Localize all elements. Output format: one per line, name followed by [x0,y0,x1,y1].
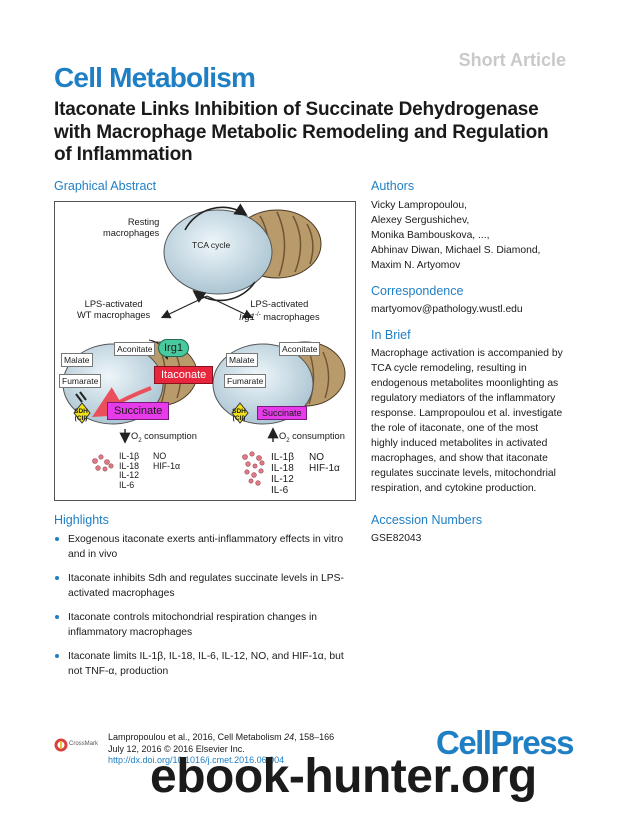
branch-arrow-right [206,295,254,319]
markers-right-list: NO HIF-1α [309,452,340,474]
highlights-heading: Highlights [54,513,109,527]
crossmark-icon [54,738,68,752]
article-type-label: Short Article [458,50,566,70]
malate-tag-right: Malate [226,353,258,367]
markers-left-list: NO HIF-1α [153,451,181,471]
cellpress-logo: CellPress [436,724,574,761]
highlight-item: Itaconate inhibits Sdh and regulates suc… [54,571,359,601]
highlight-item: Exogenous itaconate exerts anti-inflamma… [54,532,359,562]
tca-cycle-label: TCA cycle [192,240,231,250]
inhibition-arrow [92,386,152,417]
authors-list: Vicky Lampropoulou, Alexey Sergushichev,… [371,200,541,271]
authors-heading: Authors [371,179,415,193]
fumarate-tag-left: Fumarate [59,374,102,388]
cytokine-dots-left [92,454,114,472]
citation-block: Lampropoulou et al., 2016, Cell Metaboli… [108,732,335,765]
cytokine-dots-right [242,451,265,486]
succinate-box-right: Succinate [257,406,307,420]
accession-id: GSE82043 [371,533,422,544]
journal-name: Cell Metabolism [54,62,256,93]
highlights-list: Exogenous itaconate exerts anti-inflamma… [54,532,359,688]
graphical-abstract-heading: Graphical Abstract [54,179,157,193]
fumarate-tag-right: Fumarate [224,374,267,388]
doi-link[interactable]: http://dx.doi.org/10.1016/j.cmet.2016.06… [108,755,285,765]
wt-macrophages-label: LPS-activated WT macrophages [77,299,151,320]
sdh-right-badge [231,402,249,424]
accession-heading: Accession Numbers [371,513,483,527]
tca-cycle-arrow [192,281,256,303]
succinate-box-left: Succinate [107,402,170,420]
correspondence-heading: Correspondence [371,284,464,298]
watermark: ebook-hunter.org [150,750,537,803]
article-title: Itaconate Links Inhibition of Succinate … [54,99,549,165]
cytokines-left-list: IL-1β IL-18 IL-12 IL-6 [119,451,140,490]
branch-arrow-left [160,295,208,319]
resting-cell [163,209,273,295]
sdh-left-badge [73,402,91,424]
tca-cycle-arrow [184,203,248,231]
in-brief-heading: In Brief [371,328,411,342]
highlight-item: Itaconate controls mitochondrial respira… [54,610,359,640]
inhibition-bar [75,393,83,403]
highlight-item: Itaconate limits IL-1β, IL-18, IL-6, IL-… [54,649,359,679]
correspondence-email[interactable]: martyomov@pathology.wustl.edu [371,304,523,315]
cytokines-right-list: IL-1β IL-18 IL-12 IL-6 [271,452,294,496]
graphical-abstract: Resting macrophages TCA cycle LPS-activa… [54,201,356,501]
irg1-badge: Irg1 [158,339,189,357]
ko-macrophages-label: LPS-activated Irg1-/- macrophages [239,299,320,323]
itaconate-box: Itaconate [154,366,214,384]
aconitate-tag-right: Aconitate [279,342,321,356]
o2-consumption-right: O2 consumption [279,431,345,444]
aconitate-tag-left: Aconitate [114,342,156,356]
in-brief-text: Macrophage activation is accompanied by … [371,348,563,494]
sdh-right-label: SDH (CII) [232,408,246,422]
malate-tag-left: Malate [61,353,93,367]
o2-consumption-left: O2 consumption [131,431,197,444]
resting-macrophages-label: Resting macrophages [103,217,160,238]
sdh-left-label: SDH (CII) [74,408,88,422]
crossmark-logo[interactable]: CrossMark [54,738,104,752]
